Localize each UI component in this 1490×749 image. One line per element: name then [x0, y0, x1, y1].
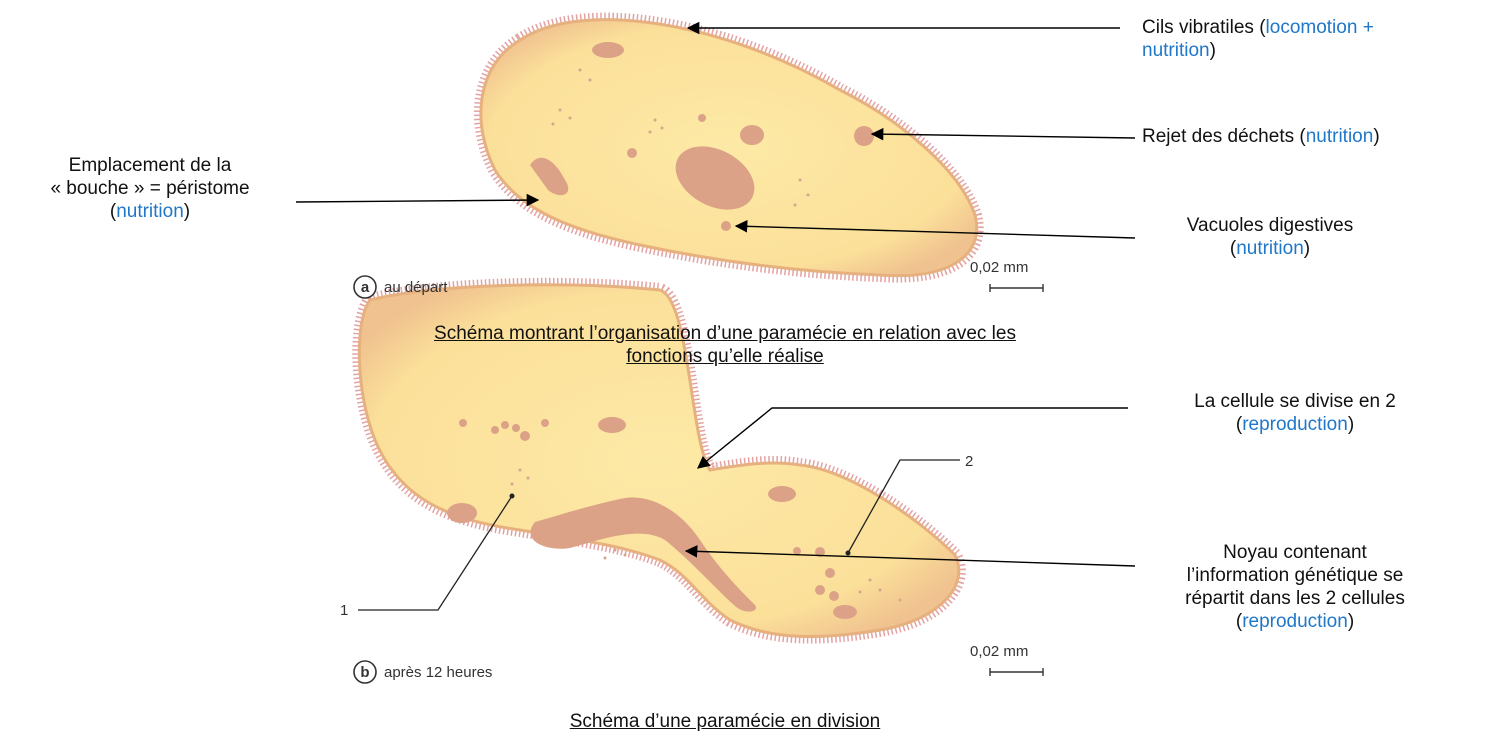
- label-rejet: Rejet des déchets (nutrition): [1142, 125, 1380, 148]
- vacuole-b4: [501, 421, 509, 429]
- caption-top: Schéma montrant l’organisation d’une par…: [245, 322, 1205, 368]
- label-vacuoles: Vacuoles digestives (nutrition): [1120, 214, 1420, 260]
- arrow-divise: [698, 408, 1128, 468]
- scale-label-a: 0,02 mm: [970, 259, 1028, 276]
- caption-bottom: Schéma d’une paramécie en division: [245, 710, 1205, 733]
- marker-2: 2: [965, 453, 973, 470]
- vacuole-b15: [833, 605, 857, 619]
- vacuole-b12: [815, 585, 825, 595]
- vacuole-b3: [491, 426, 499, 434]
- vacuole-b2: [598, 417, 626, 433]
- contractile-vacuole-a: [854, 126, 874, 146]
- svg-text:a: a: [361, 279, 370, 296]
- scale-bar-b: [990, 668, 1043, 676]
- vacuole-a5: [721, 221, 731, 231]
- label-cils: Cils vibratiles (locomotion + nutrition): [1142, 16, 1374, 62]
- vacuole-b13: [829, 591, 839, 601]
- svg-text:b: b: [360, 664, 369, 681]
- vacuole-b9: [768, 486, 796, 502]
- vacuole-a4: [698, 114, 706, 122]
- label-bouche: Emplacement de la « bouche » = péristome…: [0, 154, 300, 223]
- marker-1: 1: [340, 602, 348, 619]
- arrow-bouche: [296, 200, 538, 202]
- vacuole-b8: [459, 419, 467, 427]
- scale-bar-a: [990, 284, 1043, 292]
- cell-body-a: [481, 20, 977, 276]
- vacuole-b7: [541, 419, 549, 427]
- vacuole-a1: [592, 42, 624, 58]
- badge-a: a: [354, 276, 376, 298]
- vacuole-b14: [793, 547, 801, 555]
- scale-label-b: 0,02 mm: [970, 643, 1028, 660]
- paramecium-a: [481, 20, 977, 276]
- badge-b: b: [354, 661, 376, 683]
- vacuole-b6: [520, 431, 530, 441]
- vacuole-b11: [825, 568, 835, 578]
- vacuole-b5: [512, 424, 520, 432]
- vacuole-a3: [627, 148, 637, 158]
- label-noyau: Noyau contenant l’information génétique …: [1130, 541, 1460, 633]
- figure-b-caption: après 12 heures: [384, 664, 492, 681]
- vacuole-b1: [447, 503, 477, 523]
- label-divise: La cellule se divise en 2 (reproduction): [1125, 390, 1465, 436]
- figure-a-caption: au départ: [384, 279, 448, 296]
- vacuole-a2: [740, 125, 764, 145]
